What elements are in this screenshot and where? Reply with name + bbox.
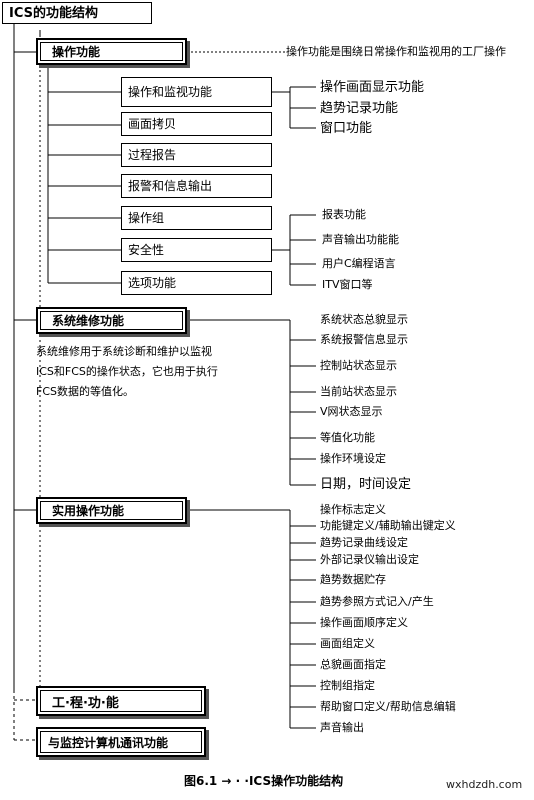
section-comm-label: 与监控计算机通讯功能 [48, 735, 169, 750]
op-item-monitor: 操作和监视功能 [121, 77, 272, 107]
util-item-7: 画面组定义 [320, 637, 375, 650]
maint-item-4: V网状态显示 [320, 405, 383, 418]
util-item-3: 外部记录仪输出设定 [320, 553, 419, 566]
section-operation: 操作功能 [36, 38, 187, 65]
util-item-2: 趋势记录曲线设定 [320, 536, 408, 549]
util-item-8: 总貌画面指定 [320, 658, 386, 671]
maintenance-description: 系统维修用于系统诊断和维护以监视 ICS和FCS的操作状态，它也用于执行 FCS… [36, 342, 218, 402]
op-item-options: 选项功能 [121, 271, 272, 295]
group2-item-3: ITV窗口等 [322, 278, 373, 291]
diagram-title: ICS的功能结构 [2, 2, 152, 24]
maint-item-7: 日期，时间设定 [320, 477, 412, 492]
util-item-10: 帮助窗口定义/帮助信息编辑 [320, 700, 456, 713]
maintenance-desc-line-1: ICS和FCS的操作状态，它也用于执行 [36, 365, 218, 378]
maint-item-0: 系统状态总貌显示 [320, 313, 408, 326]
util-item-5: 趋势参照方式记入/产生 [320, 595, 434, 608]
group1-item-2: 窗口功能 [320, 121, 373, 136]
figure-caption: 图6.1 → · ·ICS操作功能结构 [184, 774, 344, 788]
util-item-0: 操作标志定义 [320, 503, 386, 516]
maint-item-2: 控制站状态显示 [320, 359, 397, 372]
group2-item-2: 用户C编程语言 [322, 257, 396, 270]
maint-item-1: 系统报警信息显示 [320, 333, 408, 346]
section-comm: 与监控计算机通讯功能 [36, 727, 206, 757]
group1-item-0: 操作画面显示功能 [320, 80, 425, 95]
op-item-alarm-output: 报警和信息输出 [121, 174, 272, 198]
maint-item-5: 等值化功能 [320, 431, 375, 444]
util-item-11: 声音输出 [320, 721, 364, 734]
group1-item-1: 趋势记录功能 [320, 101, 399, 116]
operation-note: 操作功能是围绕日常操作和监视用的工厂操作 [286, 45, 506, 58]
op-item-process-report: 过程报告 [121, 143, 272, 167]
maint-item-6: 操作环境设定 [320, 452, 386, 465]
section-operation-label: 操作功能 [52, 45, 101, 59]
section-engineering: 工·程·功·能 [36, 686, 206, 716]
group2-item-0: 报表功能 [322, 208, 366, 221]
section-maintenance: 系统维修功能 [36, 307, 187, 334]
section-utility: 实用操作功能 [36, 497, 187, 524]
watermark: wxhdzdh.com [446, 778, 523, 791]
maint-item-3: 当前站状态显示 [320, 385, 397, 398]
op-item-operation-group: 操作组 [121, 206, 272, 230]
util-item-6: 操作画面顺序定义 [320, 616, 408, 629]
section-engineering-label: 工·程·功·能 [52, 695, 119, 711]
maintenance-desc-line-0: 系统维修用于系统诊断和维护以监视 [36, 345, 212, 358]
section-maintenance-label: 系统维修功能 [52, 314, 125, 328]
op-item-security: 安全性 [121, 238, 272, 262]
section-utility-label: 实用操作功能 [52, 504, 125, 518]
util-item-9: 控制组指定 [320, 679, 375, 692]
op-item-screen-copy: 画面拷贝 [121, 112, 272, 136]
group2-item-1: 声音输出功能能 [322, 233, 399, 246]
util-item-4: 趋势数据贮存 [320, 573, 386, 586]
maintenance-desc-line-2: FCS数据的等值化。 [36, 385, 134, 398]
util-item-1: 功能键定义/辅助输出键定义 [320, 519, 456, 532]
